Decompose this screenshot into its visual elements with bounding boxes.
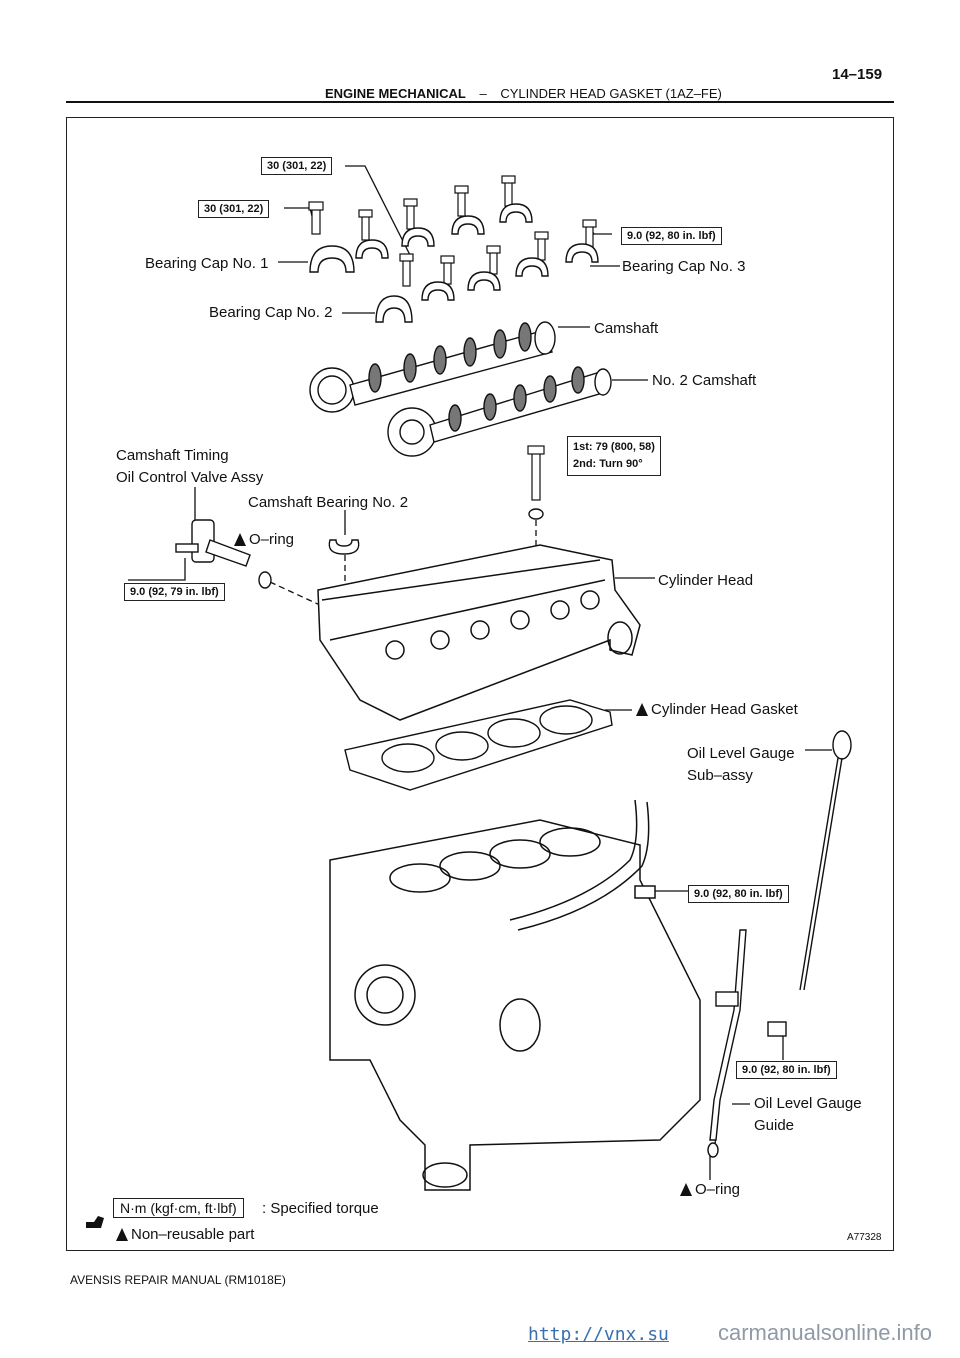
nonreusable-triangle-icon [234,533,246,546]
hand-icon [86,1216,104,1228]
section-title: CYLINDER HEAD GASKET (1AZ–FE) [500,86,722,101]
label-no2-camshaft: No. 2 Camshaft [652,372,757,389]
torque-pipe: 9.0 (92, 80 in. lbf) [688,885,789,903]
section-name: ENGINE MECHANICAL [325,86,466,101]
label-cylinder-head: Cylinder Head [658,572,754,589]
label-gauge-line1: Oil Level Gauge [687,745,795,762]
label-bearing-cap-3: Bearing Cap No. 3 [622,258,746,275]
label-bearing-cap-1: Bearing Cap No. 1 [145,255,269,272]
nonreusable-triangle-icon [680,1183,692,1196]
torque-head-step2: 2nd: Turn 90° [573,458,643,470]
nonreusable-triangle-icon [636,703,648,716]
legend-unit-box: N·m (kgf·cm, ft·lbf) [113,1198,244,1218]
label-guide-line1: Oil Level Gauge [754,1095,862,1112]
footer-manual: AVENSIS REPAIR MANUAL (RM1018E) [70,1273,286,1287]
label-camshaft: Camshaft [594,320,659,337]
label-gauge-line2: Sub–assy [687,767,753,784]
torque-cylinder-head: 1st: 79 (800, 58) 2nd: Turn 90° [567,436,661,476]
legend-unit-text: : Specified torque [262,1200,379,1217]
figure-frame [66,117,894,1251]
torque-cap-3: 9.0 (92, 80 in. lbf) [621,227,722,245]
header-rule [66,101,894,103]
torque-cap-left: 30 (301, 22) [198,200,270,218]
watermark-site: carmanualsonline.info [718,1320,933,1345]
running-header: ENGINE MECHANICAL – CYLINDER HEAD GASKET… [325,86,722,101]
watermark-link[interactable]: http://vnx.su [528,1324,669,1345]
label-oring-top: O–ring [234,530,294,550]
label-ocv-line2: Oil Control Valve Assy [116,469,264,486]
label-guide-line2: Guide [754,1117,795,1134]
torque-guide: 9.0 (92, 80 in. lbf) [736,1061,837,1079]
label-head-gasket: Cylinder Head Gasket [636,700,798,720]
figure-id: A77328 [847,1232,882,1243]
torque-cap-top: 30 (301, 22) [261,157,333,175]
label-oring-bottom: O–ring [680,1180,740,1200]
label-camshaft-bearing-2: Camshaft Bearing No. 2 [248,494,409,511]
header-separator: – [479,86,487,101]
legend-nonreusable: Non–reusable part [116,1225,254,1245]
page-number: 14–159 [832,66,883,83]
torque-head-step1: 1st: 79 (800, 58) [573,441,655,453]
label-ocv-line1: Camshaft Timing [116,447,229,464]
torque-ocv: 9.0 (92, 79 in. lbf) [124,583,225,601]
nonreusable-triangle-icon [116,1228,128,1241]
label-bearing-cap-2: Bearing Cap No. 2 [209,304,333,321]
